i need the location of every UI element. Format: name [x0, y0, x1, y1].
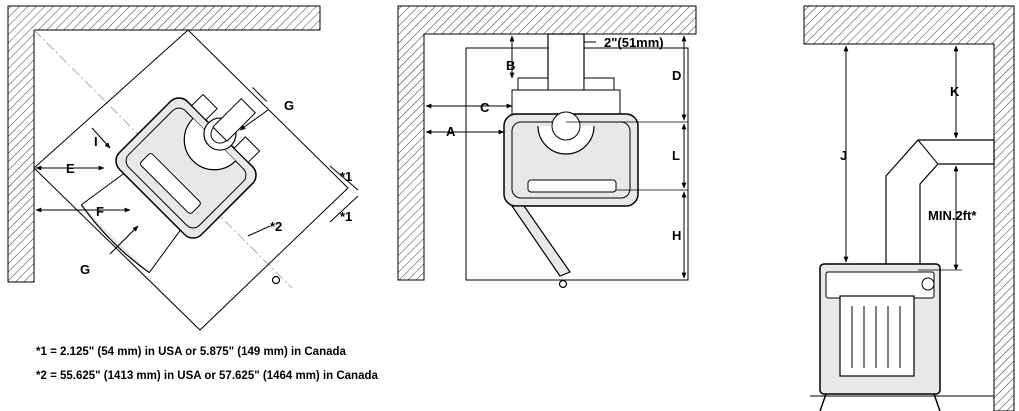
label-A: A: [446, 124, 456, 139]
door-handle-knob: [558, 279, 568, 289]
label-K: K: [950, 84, 960, 99]
stove-side-view: [819, 263, 941, 411]
label-C: C: [480, 100, 490, 115]
dim-n1-top-line: [329, 165, 359, 191]
dim-n2-line: [247, 225, 271, 237]
label-E: E: [66, 161, 75, 176]
ceiling-and-wall: [803, 5, 1015, 411]
rear-block-right: [583, 77, 615, 91]
label-J: J: [840, 148, 847, 163]
middle-corner-wall: [397, 5, 697, 281]
rear-heat-shield: [511, 89, 621, 115]
label-n2: *2: [270, 219, 282, 234]
dim-I-line: [91, 127, 111, 149]
stovepipe: [885, 139, 995, 264]
label-H: H: [672, 228, 681, 243]
label-G-top: G: [284, 98, 294, 113]
label-n1-top: *1: [340, 169, 352, 184]
label-flue-clearance: 2"(51mm): [604, 35, 664, 50]
door-handle-knob: [271, 275, 281, 285]
note-1: *1 = 2.125" (54 mm) in USA or 5.875" (14…: [36, 346, 346, 358]
label-n1-bottom: *1: [340, 209, 352, 224]
label-F: F: [96, 204, 104, 219]
dim-n1-bottom-line: [329, 195, 359, 223]
label-G-bottom: G: [80, 262, 90, 277]
dim-G-bottom-line: [109, 225, 139, 255]
stove-door-swing: [510, 205, 571, 277]
label-I: I: [94, 134, 98, 149]
parallel-installation-view: B C A D L H 2"(51mm): [397, 5, 697, 289]
label-D: D: [672, 68, 681, 83]
label-min-height: MIN.2ft*: [928, 208, 977, 223]
label-L: L: [672, 148, 680, 163]
rear-block-left: [517, 77, 549, 91]
note-2: *2 = 55.625" (1413 mm) in USA or 57.625"…: [36, 370, 378, 382]
label-B: B: [506, 58, 515, 73]
dim-G-top-line: [239, 109, 269, 131]
side-elevation-view: K J MIN.2ft*: [803, 5, 1015, 411]
floor-protector-outline: [33, 29, 349, 331]
corner-installation-view: G I E F G *1 *1 *2: [7, 5, 359, 331]
stove-top-view-rotated: [80, 87, 267, 274]
